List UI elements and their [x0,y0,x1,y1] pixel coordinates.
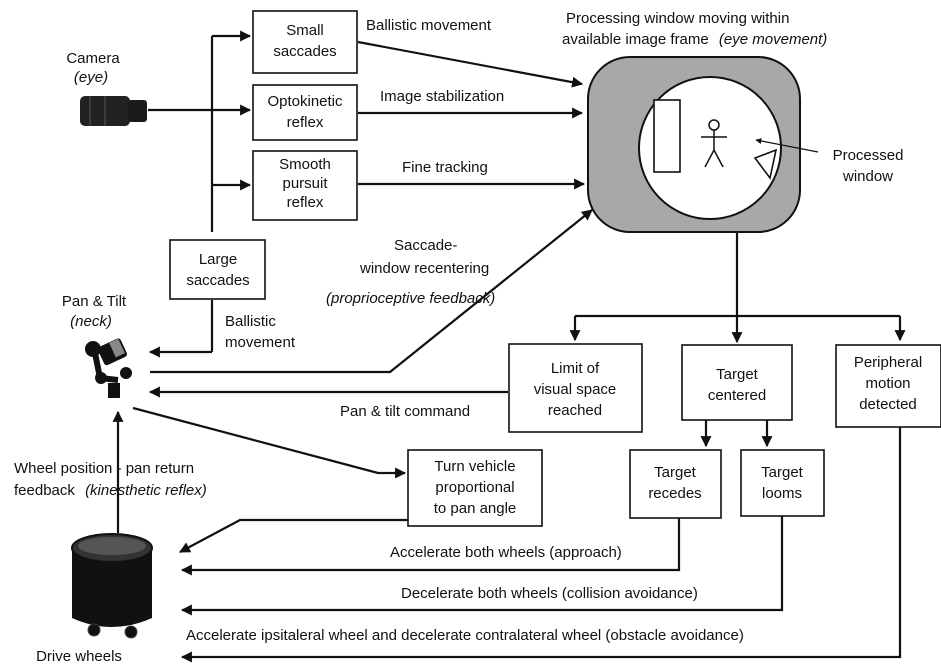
processing-window-caption-line1: Processing window moving within [566,10,789,27]
image-stabilization-label: Image stabilization [380,88,504,105]
processed-window-label-line2: window [842,168,893,185]
turn-vehicle-line3: to pan angle [434,500,517,517]
fine-tracking-label: Fine tracking [402,159,488,176]
target-centered-line2: centered [708,387,766,404]
pan-tilt-label: Pan & Tilt [62,293,127,310]
scene-rectangle [653,99,681,173]
peripheral-line1: Peripheral [854,354,922,371]
saccade-window-label-line1: Saccade- [394,237,457,254]
limit-visual-line3: reached [548,402,602,419]
camera-sub-label: (eye) [74,69,108,86]
small-saccades-line2: saccades [273,43,336,60]
ballistic-movement-left-line1: Ballistic [225,313,276,330]
large-saccades-line1: Large [199,251,237,268]
pan-tilt-sub-label: (neck) [70,313,112,330]
processed-window-pointer [755,138,819,153]
stick-figure-icon [701,119,727,168]
optokinetic-line1: Optokinetic [267,93,343,110]
smooth-pursuit-line1: Smooth [279,156,331,173]
peripheral-motion-box [835,344,941,428]
scene-contents [653,99,778,180]
limit-visual-line1: Limit of [551,360,600,377]
smooth-pursuit-line3: reflex [287,194,324,211]
accelerate-both-label: Accelerate both wheels (approach) [390,544,622,561]
image-frame [587,56,801,233]
target-centered-box [681,344,793,421]
camera-label: Camera [66,50,120,67]
wheel-feedback-italic: (kinesthetic reflex) [85,482,207,499]
decelerate-both-label: Decelerate both wheels (collision avoida… [401,585,698,602]
drive-wheels-icon [71,533,153,639]
wheel-feedback-line2: feedback (kinesthetic reflex) [14,482,207,499]
peripheral-line3: detected [859,396,917,413]
limit-visual-space-box [508,343,643,433]
small-saccades-box [252,10,358,74]
drive-wheels-label: Drive wheels [36,648,122,665]
processing-caption-plain: available image frame [562,31,709,48]
ballistic-movement-label: Ballistic movement [366,17,492,34]
target-looms-box [740,449,825,517]
processed-window-label-line1: Processed [833,147,904,164]
pan-tilt-command-label: Pan & tilt command [340,403,470,420]
optokinetic-reflex-box [252,84,358,141]
connector-lines [112,30,906,663]
limit-visual-line2: visual space [534,381,617,398]
ballistic-movement-left-line2: movement [225,334,296,351]
target-recedes-line1: Target [654,464,697,481]
smooth-pursuit-box [252,150,358,221]
scene-triangle [753,148,778,180]
turn-vehicle-box [407,449,543,527]
saccade-window-label-line2: window recentering [359,260,489,277]
small-saccades-line1: Small [286,22,324,39]
processing-window-caption-line2: available image frame (eye movement) [562,31,827,48]
ipsilateral-label: Accelerate ipsitaleral wheel and deceler… [186,627,744,644]
target-looms-line2: looms [762,485,802,502]
camera-icon [80,96,147,126]
target-recedes-line2: recedes [648,485,701,502]
optokinetic-line2: reflex [287,114,324,131]
smooth-pursuit-line2: pursuit [282,175,328,192]
turn-vehicle-line2: proportional [435,479,514,496]
target-recedes-box [629,449,722,519]
large-saccades-line2: saccades [186,272,249,289]
wheel-feedback-plain: feedback [14,482,75,499]
target-looms-line1: Target [761,464,804,481]
wheel-feedback-line1: Wheel position - pan return [14,460,194,477]
pan-tilt-icon [85,338,132,398]
large-saccades-box [169,239,266,300]
peripheral-line2: motion [865,375,910,392]
target-centered-line1: Target [716,366,759,383]
proprioceptive-label: (proprioceptive feedback) [326,290,495,307]
processing-caption-italic: (eye movement) [719,31,827,48]
turn-vehicle-line1: Turn vehicle [434,458,515,475]
